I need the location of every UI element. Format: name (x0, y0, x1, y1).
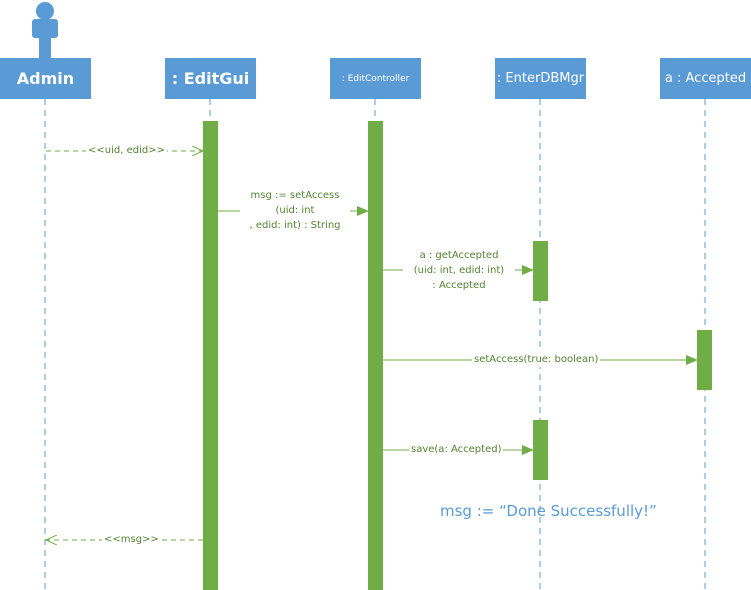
message-2-label-line-2: (uid: int (275, 205, 315, 216)
lifeline-label-admin: Admin (16, 69, 75, 88)
message-2-label-line-1: msg := setAccess (250, 190, 340, 201)
lifeline-box-admin: Admin (0, 58, 91, 99)
message-3-label: a : getAccepted (uid: int, edid: int) : … (403, 248, 515, 293)
message-6-label: <<msg>> (102, 532, 161, 547)
lifeline-box-editcontroller: : EditController (330, 58, 421, 99)
activation-accepted (697, 330, 712, 390)
lifeline-label-enterdbmgr: : EnterDBMgr (496, 71, 585, 86)
lifeline-box-enterdbmgr: : EnterDBMgr (495, 58, 586, 99)
note-text: msg := “Done Successfully!” (440, 502, 657, 520)
message-3-label-line-1: a : getAccepted (419, 250, 499, 261)
message-5-label: save(a: Accepted) (409, 442, 504, 457)
message-3-label-line-2: (uid: int, edid: int) (413, 265, 505, 276)
lifeline-box-editgui: : EditGui (165, 58, 256, 99)
lifeline-label-accepted: a : Accepted (664, 71, 747, 86)
lifeline-box-accepted: a : Accepted (660, 58, 751, 99)
message-1-label: <<uid, edid>> (86, 143, 167, 158)
lifeline-label-editcontroller: : EditController (341, 73, 410, 84)
actor-icon (32, 2, 58, 59)
activation-enterdbmgr-2 (533, 420, 548, 480)
message-2-label: msg := setAccess (uid: int , edid: int) … (240, 188, 350, 233)
message-2-label-line-3: , edid: int) : String (249, 220, 341, 231)
message-4-label: setAccess(true: boolean) (472, 352, 601, 367)
message-3-label-line-3: : Accepted (432, 280, 486, 291)
activation-editcontroller (368, 121, 383, 590)
lifeline-label-editgui: : EditGui (171, 69, 250, 88)
activation-editgui (203, 121, 218, 590)
activation-enterdbmgr-1 (533, 241, 548, 301)
